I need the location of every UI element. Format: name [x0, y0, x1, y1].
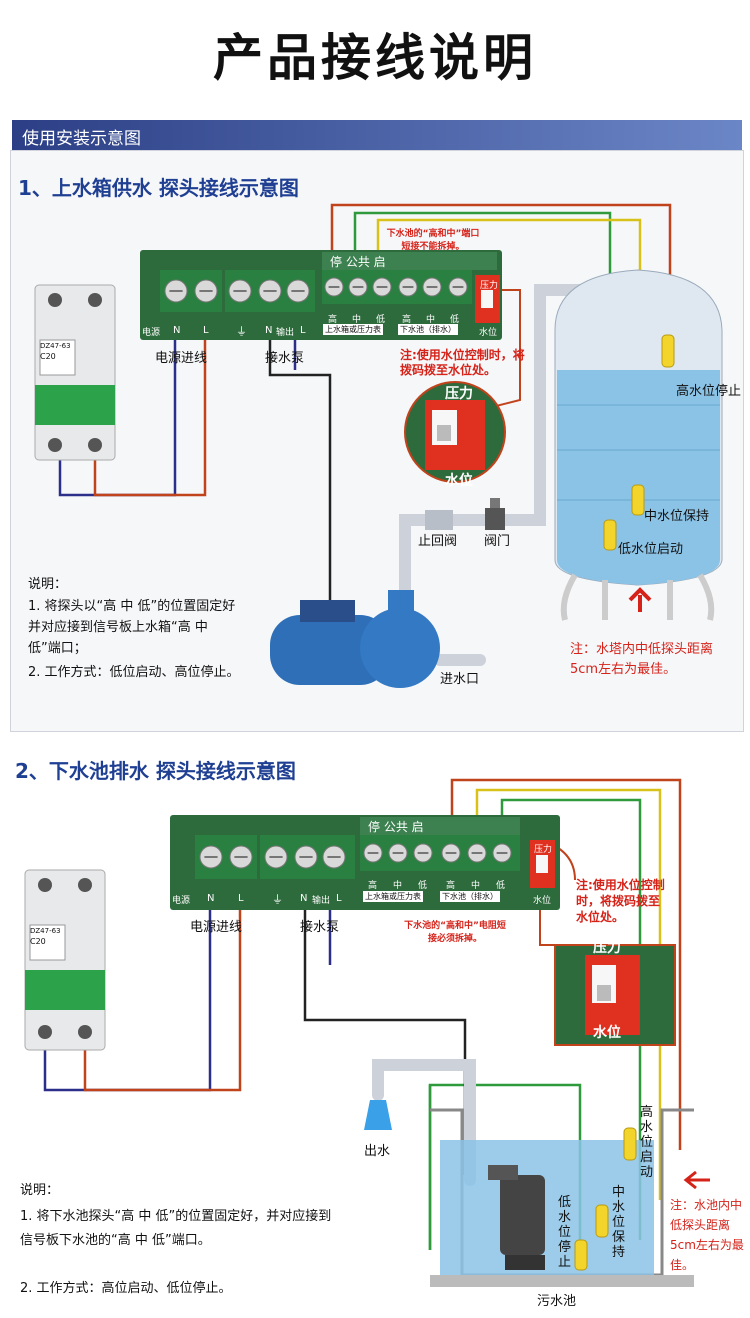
d1-high-stop-label: 高水位停止	[676, 384, 742, 399]
diagram2-submersible-pump	[488, 1165, 545, 1270]
d2-switch-top: 压力	[534, 845, 553, 855]
d2-mid-keep-label: 中水位保持	[612, 1185, 626, 1260]
d2-breaker-model: DZ47-63	[30, 927, 61, 935]
section-banner: 使用安装示意图	[12, 120, 742, 150]
d1-terminal-out-n: N	[265, 325, 273, 336]
d1-level-high-lower: 高	[402, 315, 412, 325]
d2-level-low-upper: 低	[418, 881, 428, 891]
d1-notes-title: 说明：	[28, 577, 68, 592]
d2-level-mid-lower: 中	[471, 881, 481, 891]
d2-outlet-label: 出水	[364, 1144, 391, 1159]
d2-high-start-label: 高水位启动	[640, 1105, 654, 1180]
d2-terminal-out-n: N	[300, 893, 308, 904]
d1-breaker-model: DZ47-63	[40, 342, 71, 350]
diagram1-breaker	[34, 284, 116, 461]
d1-check-valve-label: 止回阀	[418, 534, 458, 549]
d1-terminal-power: 电源	[142, 328, 161, 338]
d2-pool-note: 注：水池内中低探头距离5cm左右为最佳。	[670, 1198, 744, 1272]
d2-terminal-output: 输出	[312, 896, 331, 906]
d2-level-high-upper: 高	[368, 881, 378, 891]
diagram1-dip-switch	[475, 275, 500, 323]
diagram2-breaker	[24, 869, 106, 1051]
diagram2-water-jet	[364, 1100, 392, 1130]
diagram2-float-probes	[574, 1127, 637, 1271]
diagram2-dip-switch	[530, 840, 555, 888]
d1-power-in-label: 电源进线	[155, 351, 208, 366]
d2-note-1: 1. 将下水池探头“高 中 低”的位置固定好，并对应接到信号板下水池的“高 中 …	[20, 1209, 332, 1248]
diagram1-pump	[270, 590, 440, 688]
d2-level-low-lower: 低	[496, 881, 506, 891]
d1-switch-bottom: 水位	[479, 328, 498, 338]
d1-note-2: 2. 工作方式：低位启动、高位停止。	[28, 665, 240, 680]
d2-breaker-rating: C20	[30, 937, 46, 946]
d1-dip-note: 注:使用水位控制时，将拨码拨至水位处。	[400, 348, 525, 377]
d2-low-stop-label: 低水位停止	[558, 1195, 572, 1270]
diagram2-heading: 2、下水池排水 探头接线示意图	[15, 759, 296, 783]
d1-note-1: 1. 将探头以“高 中 低”的位置固定好并对应接到信号板上水箱“高 中 低”端口…	[28, 599, 236, 656]
d1-mid-keep-label: 中水位保持	[644, 509, 710, 524]
d2-terminal-n: N	[207, 893, 215, 904]
d2-notes-title: 说明：	[20, 1183, 60, 1198]
d1-short-note: 下水池的“高和中”端口短接不能拆掉。	[386, 229, 480, 252]
d2-dip-note: 注:使用水位控制时，将拨码拨至水位处。	[576, 878, 665, 924]
section-banner-text: 使用安装示意图	[22, 129, 141, 149]
d2-power-in-label: 电源进线	[190, 920, 243, 935]
d1-level-high-upper: 高	[328, 315, 338, 325]
d2-sewage-pool-label: 污水池	[537, 1294, 577, 1309]
diagram1-float-probes	[603, 334, 675, 551]
d1-level-mid-lower: 中	[426, 315, 436, 325]
d1-zoom-top: 压力	[445, 386, 473, 402]
d2-terminal-l: L	[238, 893, 244, 904]
d2-terminal-power: 电源	[172, 896, 191, 906]
d1-level-low-lower: 低	[450, 315, 460, 325]
page-title: 产品接线说明	[213, 29, 537, 87]
d2-board-header: 停 公共 启	[368, 820, 424, 834]
d1-terminal-output: 输出	[276, 328, 295, 338]
d2-terminal-ground: ⏚	[272, 893, 283, 906]
d2-pump-conn-label: 接水泵	[300, 920, 340, 935]
d1-switch-top: 压力	[480, 281, 499, 291]
d1-terminal-ground: ⏚	[236, 325, 247, 338]
d2-terminal-out-l: L	[336, 893, 342, 904]
diagram2-pool-arrow	[683, 1170, 710, 1190]
d1-terminal-n: N	[173, 325, 181, 336]
diagram2-screws	[199, 843, 512, 869]
d1-low-start-label: 低水位启动	[618, 542, 684, 557]
d1-level-mid-upper: 中	[352, 315, 362, 325]
d2-zoom-top: 压力	[593, 940, 621, 956]
d1-terminal-l: L	[203, 325, 209, 336]
d1-zoom-bottom: 水位	[445, 473, 473, 489]
diagram1-dip-zoom	[404, 381, 506, 483]
diagram2-sewage-pool	[430, 1108, 694, 1287]
d2-zoom-bottom: 水位	[593, 1025, 621, 1041]
diagram2-dip-zoom	[554, 944, 676, 1046]
diagram1-screws	[164, 277, 468, 303]
d2-level-high-lower: 高	[446, 881, 456, 891]
diagram1-valve	[425, 498, 505, 530]
diagram1-heading: 1、上水箱供水 探头接线示意图	[18, 176, 299, 200]
d2-group-upper: 上水箱或压力表	[363, 891, 423, 902]
d1-breaker-rating: C20	[40, 352, 56, 361]
d1-level-low-upper: 低	[376, 315, 386, 325]
d1-pump-conn-label: 接水泵	[265, 351, 305, 366]
d1-group-lower: 下水池（排水）	[398, 324, 458, 335]
diagram1-water-tank	[554, 269, 723, 621]
d1-terminal-out-l: L	[300, 325, 306, 336]
d2-note-2: 2. 工作方式：高位启动、低位停止。	[20, 1281, 232, 1296]
diagram2-pipes	[372, 1059, 476, 1186]
d2-short-note: 下水池的“高和中”电阻短接必须拆掉。	[404, 921, 506, 944]
d1-board-header: 停 公共 启	[330, 255, 386, 269]
d1-group-upper: 上水箱或压力表	[323, 324, 383, 335]
d1-valve-label: 阀门	[484, 534, 511, 549]
d2-switch-bottom: 水位	[533, 896, 552, 906]
d2-level-mid-upper: 中	[393, 881, 403, 891]
d1-inlet-label: 进水口	[440, 672, 480, 687]
d2-group-lower: 下水池（排水）	[440, 891, 500, 902]
d1-tower-note: 注：水塔内中低探头距离5cm左右为最佳。	[570, 642, 714, 677]
